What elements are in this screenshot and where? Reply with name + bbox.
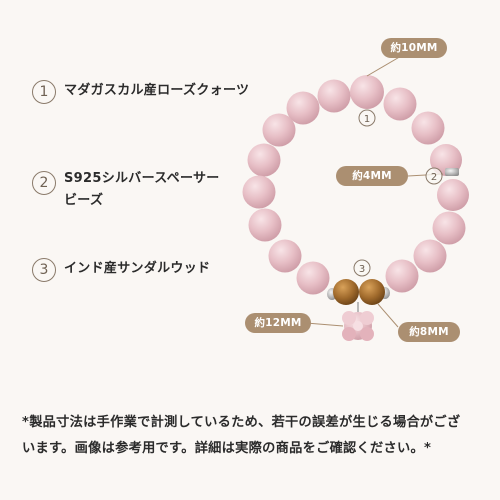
svg-text:3: 3 bbox=[359, 264, 365, 275]
rose-quartz-flower-charm bbox=[342, 302, 374, 341]
rose-quartz-bead bbox=[242, 175, 276, 209]
callout-line-12mm bbox=[305, 322, 344, 327]
marker-1: 1 bbox=[358, 109, 376, 127]
sandalwood-bead bbox=[359, 279, 385, 305]
legend-item-3: 3 インド産サンダルウッド bbox=[32, 258, 210, 282]
callout-size-8mm: 約8MM bbox=[398, 322, 460, 342]
measurement-note-line1: *製品寸法は手作業で計測しているため、若干の誤差が生じる場合がござ bbox=[22, 415, 461, 430]
marker-3: 3 bbox=[353, 259, 371, 277]
marker-2: 2 bbox=[425, 167, 443, 185]
svg-text:2: 2 bbox=[431, 172, 437, 183]
rose-quartz-bead bbox=[437, 179, 469, 211]
legend-label-sandalwood: インド産サンダルウッド bbox=[64, 261, 211, 276]
legend-label-silver-spacer-line1: S925シルバースペーサー bbox=[64, 171, 220, 186]
number-badge-3: 3 bbox=[32, 258, 56, 282]
rose-quartz-bead bbox=[247, 143, 281, 177]
rose-quartz-bead bbox=[317, 79, 351, 113]
rose-quartz-bead bbox=[268, 239, 302, 273]
legend-label-rose-quartz: マダガスカル産ローズクォーツ bbox=[64, 83, 250, 98]
number-badge-1: 1 bbox=[32, 80, 56, 104]
rose-quartz-bead bbox=[262, 113, 296, 147]
rose-quartz-bead bbox=[350, 75, 384, 109]
legend-label-silver-spacer-line2: ビーズ bbox=[64, 193, 104, 208]
rose-quartz-bead bbox=[296, 261, 330, 295]
callout-line-8mm bbox=[377, 303, 399, 328]
rose-quartz-bead bbox=[432, 211, 466, 245]
legend-item-1: 1 マダガスカル産ローズクォーツ bbox=[32, 80, 249, 104]
callout-size-4mm: 約4MM bbox=[336, 166, 408, 186]
measurement-note-line2: います。画像は参考用です。詳細は実際の商品をご確認ください。* bbox=[22, 441, 432, 456]
rose-quartz-bead bbox=[383, 87, 417, 121]
rose-quartz-bead bbox=[411, 111, 445, 145]
rose-quartz-bead bbox=[385, 259, 419, 293]
sandalwood-bead bbox=[333, 279, 359, 305]
measurement-note: *製品寸法は手作業で計測しているため、若干の誤差が生じる場合がござ います。画像… bbox=[22, 410, 484, 462]
silver-spacer-bead bbox=[445, 168, 459, 176]
number-badge-2: 2 bbox=[32, 171, 56, 195]
legend-label-silver-spacer: S925シルバースペーサー ビーズ bbox=[64, 168, 244, 212]
rose-quartz-bead bbox=[286, 91, 320, 125]
callout-size-10mm: 約10MM bbox=[381, 38, 447, 58]
legend-item-2: 2 S925シルバースペーサー ビーズ bbox=[32, 168, 244, 212]
rose-quartz-bead bbox=[413, 239, 447, 273]
callout-size-12mm: 約12MM bbox=[245, 313, 311, 333]
svg-text:1: 1 bbox=[364, 114, 370, 125]
rose-quartz-bead bbox=[248, 208, 282, 242]
